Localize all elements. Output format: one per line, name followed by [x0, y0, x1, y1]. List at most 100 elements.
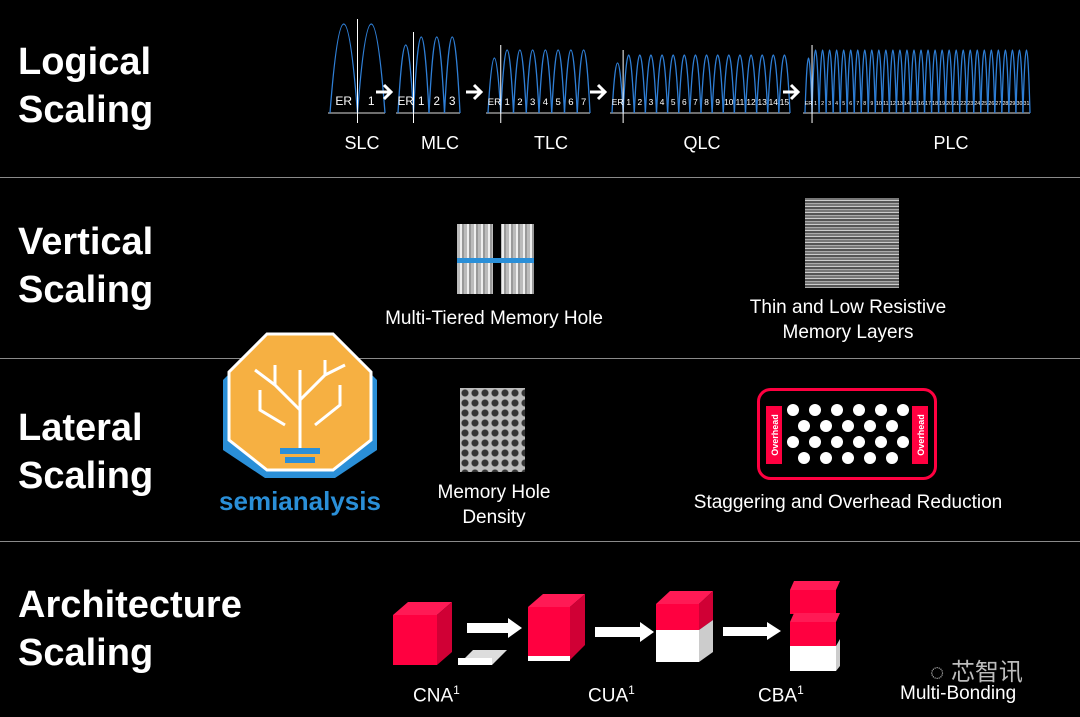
level-label: 18: [932, 101, 938, 107]
level-label: 31: [1024, 101, 1030, 107]
cell-type-label: QLC: [683, 133, 720, 153]
multi-tier-hole-image: [457, 224, 534, 294]
level-label: 15: [780, 97, 790, 107]
level-distribution: [874, 49, 883, 114]
level-distribution: [700, 54, 713, 114]
title-line: Scaling: [18, 269, 154, 311]
level-label: 15: [911, 101, 917, 107]
arrow-icon: [466, 83, 484, 101]
level-label: 12: [746, 97, 756, 107]
level-label: 24: [974, 101, 980, 107]
semianalysis-logo: semianalysis: [219, 332, 381, 516]
level-distribution: [895, 49, 905, 114]
level-distribution: [711, 54, 724, 114]
level-label: 25: [981, 101, 987, 107]
level-distribution: [678, 54, 691, 114]
label-cba: CBA1: [758, 683, 804, 707]
architecture-diagram: [393, 581, 840, 671]
divider: [0, 541, 1080, 542]
title-line: Scaling: [18, 632, 154, 674]
level-distribution: [1001, 49, 1010, 114]
level-distribution: [944, 49, 954, 114]
arrow-icon: [376, 83, 394, 101]
memory-hole: [842, 420, 854, 432]
level-label: 20: [946, 101, 952, 107]
level-distribution: [655, 54, 669, 114]
level-label: ER: [398, 95, 414, 108]
arrow: [467, 618, 522, 638]
level-label: 6: [849, 101, 852, 107]
level-label: 11: [736, 97, 745, 107]
level-distribution: [644, 54, 658, 114]
arrow: [723, 622, 781, 640]
caption-line: Density: [462, 507, 526, 528]
level-distribution: [973, 49, 982, 114]
level-label: 1: [814, 101, 817, 107]
level-label: 22: [960, 101, 966, 107]
label-cna: CNA1: [413, 683, 460, 707]
cell-type-label: PLC: [933, 133, 968, 153]
cua-array: [528, 607, 570, 656]
level-label: 1: [504, 97, 509, 108]
cell-type-label: MLC: [421, 133, 459, 153]
level-label: 1: [626, 97, 631, 107]
level-distribution: [611, 62, 624, 114]
level-distribution: [937, 49, 947, 114]
level-distribution: [744, 54, 758, 114]
memory-hole: [886, 452, 898, 464]
level-label: 2: [637, 97, 642, 107]
level-label: 17: [925, 101, 931, 107]
level-label: 6: [682, 97, 687, 107]
level-distribution: [689, 54, 702, 114]
arrow: [595, 622, 654, 642]
cell-type-label: SLC: [344, 133, 379, 153]
memory-hole: [820, 452, 832, 464]
level-label: 3: [449, 95, 455, 108]
watermark: ◌ 芯智讯: [930, 652, 1023, 687]
memory-hole: [875, 436, 887, 448]
watermark-text: 芯智讯: [950, 659, 1023, 686]
caption-line: Thin and Low Resistive: [749, 297, 947, 318]
level-label: 4: [835, 101, 838, 107]
level-label: 12: [890, 101, 896, 107]
level-label: 2: [434, 95, 440, 108]
level-label: 1: [368, 94, 375, 108]
multi-bonding-cmos: [790, 646, 836, 671]
level-label: 10: [876, 101, 882, 107]
level-distribution: [551, 49, 566, 114]
cna-array: [393, 615, 437, 665]
level-distribution: [909, 49, 919, 114]
level-label: ER: [488, 97, 501, 108]
level-distribution: [916, 49, 926, 114]
level-distribution: [881, 49, 891, 114]
level-distribution: [329, 23, 359, 114]
memory-hole: [853, 436, 865, 448]
footnote: 1: [797, 683, 804, 697]
level-distribution: [443, 36, 461, 114]
level-label: 2: [517, 97, 522, 108]
level-distribution: [666, 54, 680, 114]
level-label: 29: [1009, 101, 1015, 107]
label-cua: CUA1: [588, 683, 635, 707]
memory-hole: [875, 404, 887, 416]
level-distribution: [500, 49, 515, 114]
label-multi-bonding: Multi-Bonding: [900, 683, 1017, 704]
overhead-label: Overhead: [770, 414, 780, 456]
level-label: 8: [863, 101, 866, 107]
level-distribution: [1008, 49, 1017, 114]
level-distribution: [512, 49, 527, 114]
level-label: 5: [671, 97, 676, 107]
level-distribution: [839, 49, 848, 114]
level-distribution: [563, 49, 578, 114]
overhead-label: Overhead: [916, 414, 926, 456]
footnote: 1: [453, 683, 460, 697]
level-label: ER: [612, 97, 624, 107]
level-distribution: [867, 49, 876, 114]
level-label: 2: [821, 101, 824, 107]
memory-hole: [842, 452, 854, 464]
level-distribution: [980, 49, 989, 114]
level-distribution: [356, 23, 386, 114]
